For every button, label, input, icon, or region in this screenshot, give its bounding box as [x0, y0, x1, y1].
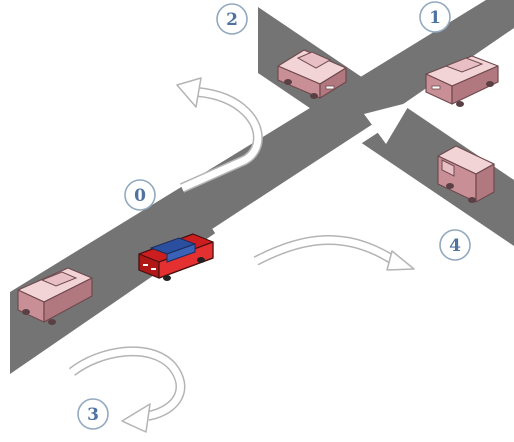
- badge-3-label: 3: [87, 405, 99, 425]
- badge-4-label: 4: [449, 236, 461, 256]
- badge-2: 2: [216, 3, 248, 35]
- u-turn-arrow: [68, 346, 186, 433]
- badge-4: 4: [439, 229, 471, 261]
- roads: [10, 0, 514, 374]
- cross-left-car: [277, 49, 347, 99]
- badge-1: 1: [419, 1, 451, 33]
- straight-arrow: [212, 102, 411, 238]
- van: [437, 145, 495, 203]
- badge-3: 3: [77, 398, 109, 430]
- ego-car: [138, 233, 214, 281]
- badge-0: 0: [124, 179, 156, 211]
- oncoming-car: [17, 267, 93, 325]
- main-road: [10, 0, 514, 374]
- badge-2-label: 2: [226, 10, 238, 30]
- right-turn-arrow: [253, 234, 415, 271]
- left-turn-arrow: [176, 77, 263, 193]
- badge-1-label: 1: [429, 8, 441, 28]
- ahead-car: [425, 55, 499, 107]
- badge-0-label: 0: [134, 186, 146, 206]
